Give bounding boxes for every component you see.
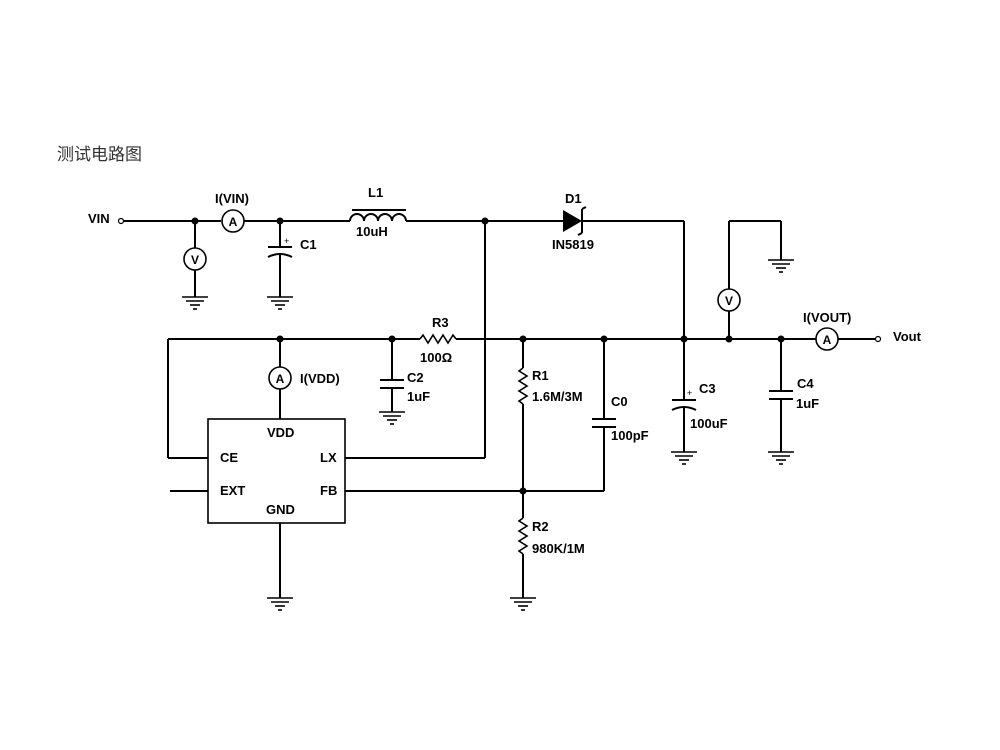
inductor-l1: L1 10uH: [349, 185, 407, 239]
capacitor-c2: C2 1uF: [380, 370, 430, 404]
ic-chip: VDD CE LX EXT FB GND: [207, 418, 346, 524]
r1-ref-label: R1: [532, 368, 549, 383]
ground-symbol: [767, 451, 795, 465]
ground-symbol: [670, 451, 698, 465]
svg-text:V: V: [191, 253, 199, 267]
svg-text:V: V: [725, 294, 733, 308]
ground-symbol: [378, 411, 406, 425]
voltmeter-vout: V: [717, 288, 741, 312]
r2-value-label: 980K/1M: [532, 541, 585, 556]
d1-value-label: IN5819: [552, 237, 594, 252]
c4-ref-label: C4: [797, 376, 814, 391]
vin-label: VIN: [88, 211, 110, 226]
svg-text:+: +: [284, 236, 289, 246]
r3-ref-label: R3: [432, 315, 449, 330]
i-vdd-label: I(VDD): [300, 371, 340, 386]
resistor-r3: R3 100Ω: [419, 315, 457, 365]
vin-terminal: VIN: [88, 211, 125, 226]
vout-label: Vout: [893, 329, 922, 344]
pin-ce-label: CE: [220, 450, 238, 465]
c0-value-label: 100pF: [611, 428, 649, 443]
ammeter-i-vdd: A I(VDD): [268, 366, 340, 390]
ammeter-i-vin: A I(VIN): [215, 191, 249, 233]
vout-terminal: Vout: [874, 329, 922, 344]
l1-value-label: 10uH: [356, 224, 388, 239]
svg-text:A: A: [229, 215, 238, 229]
capacitor-c4: C4 1uF: [769, 376, 819, 411]
svg-text:A: A: [823, 333, 832, 347]
i-vin-label: I(VIN): [215, 191, 249, 206]
c3-ref-label: C3: [699, 381, 716, 396]
ammeter-i-vout: A I(VOUT): [803, 310, 851, 351]
ground-symbol: [767, 259, 795, 273]
pin-fb-label: FB: [320, 483, 337, 498]
c2-ref-label: C2: [407, 370, 424, 385]
pin-vdd-label: VDD: [267, 425, 294, 440]
pin-gnd-label: GND: [266, 502, 295, 517]
capacitor-c1: + C1: [267, 236, 317, 258]
r1-value-label: 1.6M/3M: [532, 389, 583, 404]
c3-value-label: 100uF: [690, 416, 728, 431]
voltmeter-vin: V: [183, 247, 207, 271]
ground-symbol: [509, 597, 537, 611]
ground-symbol: [181, 296, 209, 310]
l1-ref-label: L1: [368, 185, 383, 200]
pin-ext-label: EXT: [220, 483, 245, 498]
resistor-r2: R2 980K/1M: [517, 517, 585, 556]
c1-label: C1: [300, 237, 317, 252]
pin-lx-label: LX: [320, 450, 337, 465]
svg-text:+: +: [687, 388, 692, 398]
svg-text:A: A: [276, 372, 285, 386]
c0-ref-label: C0: [611, 394, 628, 409]
c2-value-label: 1uF: [407, 389, 430, 404]
ground-symbol: [266, 296, 294, 310]
r3-value-label: 100Ω: [420, 350, 452, 365]
c4-value-label: 1uF: [796, 396, 819, 411]
capacitor-c0: C0 100pF: [592, 394, 649, 443]
ground-symbol: [266, 597, 294, 611]
i-vout-label: I(VOUT): [803, 310, 851, 325]
capacitor-c3: + C3 100uF: [671, 381, 728, 431]
diagram-title: 测试电路图: [57, 145, 142, 165]
r2-ref-label: R2: [532, 519, 549, 534]
junction-dots: [191, 217, 785, 495]
d1-ref-label: D1: [565, 191, 582, 206]
resistor-r1: R1 1.6M/3M: [517, 367, 583, 405]
